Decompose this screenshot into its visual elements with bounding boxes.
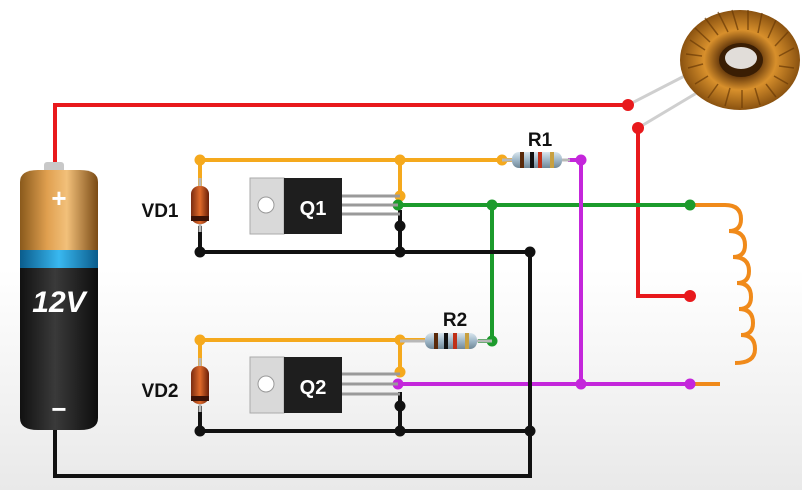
diode-vd1 [191,178,209,232]
magenta-wire [398,158,690,386]
resistor-r2 [400,333,492,349]
r2-label: R2 [443,310,467,331]
r1-label: R1 [528,130,553,151]
diode-vd2 [191,358,209,412]
battery: + 12V − [20,162,98,430]
q2-label: Q2 [300,377,327,399]
coil-winding [690,203,758,386]
toroid-inductor [680,9,800,110]
transistor-q1 [249,177,400,235]
battery-minus-sign: − [51,394,66,424]
transistor-q2 [249,356,400,414]
red-wire [53,103,690,298]
junction-dots [194,99,696,437]
vd2-label: VD2 [142,381,179,402]
green-wire [398,203,690,343]
battery-voltage-label: 12V [32,286,88,319]
q1-label: Q1 [300,198,327,220]
resistor-r1 [502,152,570,168]
vd1-label: VD1 [142,201,179,222]
battery-plus-sign: + [51,183,66,213]
